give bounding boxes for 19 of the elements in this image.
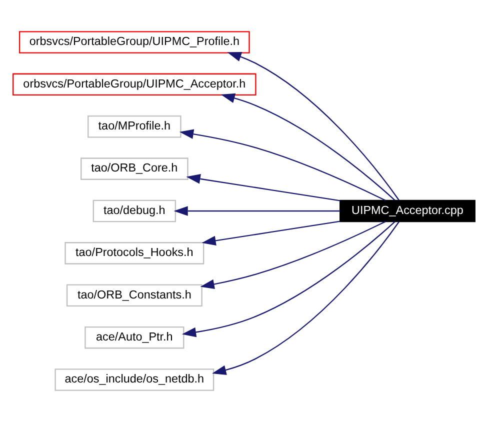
node-box: tao/debug.h: [92, 199, 176, 222]
node-box: tao/ORB_Constants.h: [66, 284, 202, 306]
arrow: [200, 220, 386, 289]
arrow: [174, 206, 340, 216]
arrow: [179, 128, 386, 200]
node-box: orbsvcs/PortableGroup/UIPMC_Profile.h: [18, 30, 250, 53]
arrow: [202, 220, 340, 246]
arrow: [182, 220, 396, 337]
arrow: [186, 174, 340, 201]
node-box: ace/os_include/os_netdb.h: [54, 368, 214, 390]
arrow: [227, 52, 400, 200]
node-box: ace/Auto_Ptr.h: [84, 326, 184, 348]
arrow: [212, 220, 400, 374]
node-box: orbsvcs/PortableGroup/UIPMC_Acceptor.h: [12, 72, 256, 96]
node-box: tao/Protocols_Hooks.h: [64, 242, 204, 264]
node-box: tao/MProfile.h: [88, 114, 182, 138]
node-box: UIPMC_Acceptor.cpp: [340, 199, 476, 222]
node-box: tao/ORB_Core.h: [80, 157, 188, 180]
arrow: [220, 92, 396, 200]
